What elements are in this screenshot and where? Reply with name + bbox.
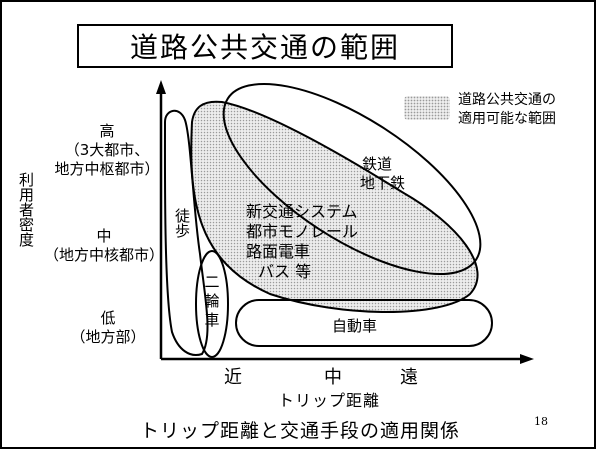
walk-region bbox=[163, 109, 209, 356]
two-wheel-label: 二 輪 車 bbox=[204, 273, 220, 329]
y-axis-label: 利用者密度 bbox=[17, 172, 35, 247]
car-region bbox=[235, 299, 493, 347]
x-tick-far: 遠 bbox=[400, 367, 418, 388]
x-axis-label: トリップ距離 bbox=[278, 391, 381, 410]
x-tick-near: 近 bbox=[224, 367, 242, 388]
rail-label: 鉄道 地下鉄 bbox=[360, 155, 406, 192]
x-axis-arrow bbox=[520, 354, 534, 364]
car-label: 自動車 bbox=[332, 317, 378, 335]
slide-caption: トリップ距離と交通手段の適用関係 bbox=[139, 420, 460, 442]
public-transit-region bbox=[190, 100, 479, 313]
slide-title: 道路公共交通の範囲 bbox=[77, 24, 453, 68]
two-wheel-region bbox=[195, 250, 229, 358]
rail-region bbox=[222, 82, 482, 276]
y-level-low: 低 （地方部） bbox=[70, 309, 146, 346]
x-tick-mid: 中 bbox=[324, 367, 342, 388]
legend-swatch bbox=[404, 96, 450, 120]
legend-label: 道路公共交通の 適用可能な範囲 bbox=[458, 92, 556, 127]
y-level-mid: 中 （地方中核都市） bbox=[44, 227, 165, 264]
page-number: 18 bbox=[534, 415, 548, 428]
walk-label: 徒歩 bbox=[173, 208, 191, 238]
y-axis-arrow bbox=[156, 80, 166, 94]
public-transit-label: 新交通システム 都市モノレール 路面電車 バス 等 bbox=[246, 202, 359, 281]
y-level-high: 高 （3大都市、 地方中枢都市） bbox=[54, 122, 160, 178]
